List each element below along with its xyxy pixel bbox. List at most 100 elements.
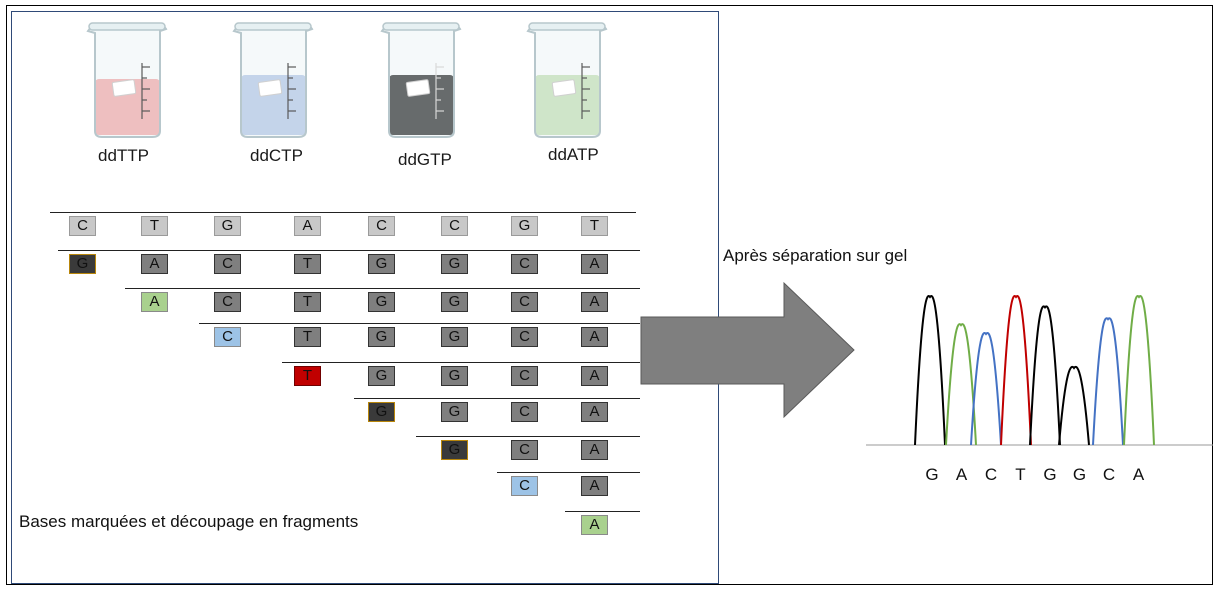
- fragment-base: A: [581, 292, 608, 312]
- sequence-letter: T: [1015, 465, 1026, 484]
- terminator-base: C: [511, 476, 538, 496]
- fragment-base: A: [581, 402, 608, 422]
- peak-a: [1123, 295, 1155, 446]
- sequence-letter: G: [1043, 465, 1057, 484]
- fragment-base: C: [214, 292, 241, 312]
- strand-line: [565, 511, 640, 512]
- beaker-liquid: [241, 75, 306, 135]
- beaker-label: ddGTP: [398, 150, 452, 169]
- fragment-base: G: [368, 327, 395, 347]
- fragment-base: G: [368, 254, 395, 274]
- beaker-label-tag: [405, 79, 431, 97]
- template-base: G: [511, 216, 538, 236]
- terminator-base: A: [141, 292, 168, 312]
- peak-g: [914, 295, 946, 446]
- fragment-base: A: [141, 254, 168, 274]
- strand-line: [497, 472, 640, 473]
- fragment-base: G: [441, 402, 468, 422]
- template-base: T: [141, 216, 168, 236]
- template-base: A: [294, 216, 321, 236]
- fragment-base: T: [294, 327, 321, 347]
- beaker-rim: [528, 22, 606, 31]
- beaker-label: ddTTP: [98, 146, 150, 165]
- strand-line: [50, 212, 636, 213]
- sequence-letter: G: [925, 465, 939, 484]
- fragments-caption: Bases marquées et découpage en fragments: [19, 512, 359, 531]
- beaker-label-tag: [257, 79, 283, 97]
- peak-c: [970, 331, 1002, 446]
- fragment-base: C: [511, 402, 538, 422]
- strand-line: [354, 398, 640, 399]
- beaker-ddctp: [232, 22, 314, 138]
- peak-t: [1000, 295, 1032, 446]
- fragment-base: G: [368, 366, 395, 386]
- beaker-ddatp: [526, 22, 608, 138]
- gel-caption: Après séparation sur gel: [723, 246, 908, 265]
- fragment-base: C: [511, 292, 538, 312]
- fragment-base: T: [294, 292, 321, 312]
- template-base: G: [214, 216, 241, 236]
- diagram-panel: [11, 11, 719, 584]
- terminator-base: G: [69, 254, 96, 274]
- template-base: C: [69, 216, 96, 236]
- sequence-letter: A: [955, 465, 968, 484]
- fragment-base: G: [441, 327, 468, 347]
- beaker-label: ddCTP: [250, 146, 303, 165]
- strand-line: [416, 436, 640, 437]
- strand-line: [125, 288, 640, 289]
- fragment-base: G: [441, 292, 468, 312]
- terminator-base: G: [441, 440, 468, 460]
- fragment-base: A: [581, 366, 608, 386]
- beaker-label-tag: [551, 79, 577, 97]
- beaker-graduation: [141, 63, 150, 119]
- beaker-label-tag: [111, 79, 137, 97]
- fragment-base: G: [441, 366, 468, 386]
- sequence-letter: C: [1102, 465, 1116, 484]
- fragment-base: C: [214, 254, 241, 274]
- fragment-base: A: [581, 476, 608, 496]
- terminator-base: T: [294, 366, 321, 386]
- peak-c: [1092, 317, 1124, 446]
- fragment-base: A: [581, 440, 608, 460]
- fragment-base: A: [581, 327, 608, 347]
- beaker-label: ddATP: [548, 145, 599, 164]
- fragment-base: A: [581, 254, 608, 274]
- beaker-liquid: [95, 79, 160, 135]
- fragment-base: G: [441, 254, 468, 274]
- beaker-graduation: [287, 63, 296, 119]
- fragment-base: C: [511, 254, 538, 274]
- sequence-letter: A: [1132, 465, 1145, 484]
- peak-g: [1058, 365, 1090, 446]
- fragment-base: C: [511, 366, 538, 386]
- strand-line: [199, 323, 640, 324]
- beaker-graduation: [581, 63, 590, 119]
- template-base: T: [581, 216, 608, 236]
- fragment-base: C: [511, 440, 538, 460]
- template-base: C: [441, 216, 468, 236]
- strand-line: [58, 250, 640, 251]
- strand-line: [282, 362, 640, 363]
- template-base: C: [368, 216, 395, 236]
- beaker-rim: [88, 22, 166, 31]
- peak-a: [945, 323, 977, 446]
- outer-frame: [6, 5, 1213, 585]
- beaker-ddttp: [86, 22, 168, 138]
- sequence-letter: G: [1072, 465, 1087, 484]
- beaker-liquid: [389, 75, 454, 135]
- fragment-base: T: [294, 254, 321, 274]
- beaker-graduation: [435, 63, 444, 119]
- terminator-base: G: [368, 402, 395, 422]
- fragment-base: G: [368, 292, 395, 312]
- terminator-base: A: [581, 515, 608, 535]
- fragment-base: C: [511, 327, 538, 347]
- beaker-rim: [382, 22, 460, 31]
- sequence-letter: C: [984, 465, 998, 484]
- beaker-rim: [234, 22, 312, 31]
- peak-g: [1029, 305, 1061, 446]
- arrow-shape: [640, 281, 855, 419]
- beaker-liquid: [535, 75, 600, 135]
- terminator-base: C: [214, 327, 241, 347]
- beaker-ddgtp: [380, 22, 462, 138]
